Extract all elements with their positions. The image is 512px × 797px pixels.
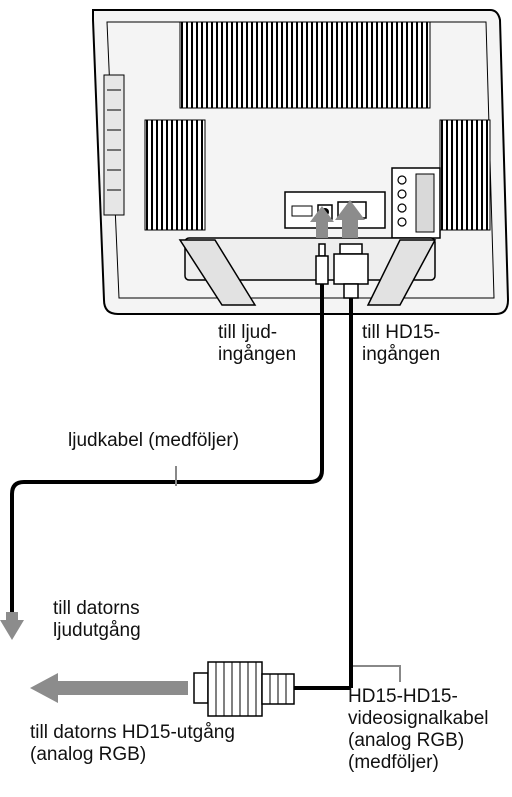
audio-cable — [10, 284, 324, 612]
audio-insert-arrow — [310, 206, 334, 238]
hd15-input-label-line-1: till HD15- — [362, 322, 441, 343]
ventilation-grille — [179, 21, 431, 109]
audio-input-label-line-1: till ljud- — [218, 322, 278, 343]
hd15-plug-body — [333, 253, 369, 285]
computer-audio-out-label: till datorns ljudutgång — [53, 598, 141, 642]
computer-plug-ribs — [215, 662, 287, 716]
computer-audio-out-label-line-2: ljudutgång — [53, 620, 141, 641]
audio-cable-label-text: ljudkabel (medföljer) — [68, 430, 240, 451]
stand-base — [184, 237, 436, 281]
video-cable-label-line-1: HD15-HD15- — [348, 686, 458, 707]
hd15-insert-arrow — [335, 200, 365, 238]
hd15-input-label: till HD15- ingången — [362, 322, 440, 366]
hd15-plug-monitor — [333, 243, 369, 299]
scart-jack — [397, 175, 407, 185]
side-buttons-panel — [103, 74, 125, 216]
stand-right-leg — [366, 239, 437, 306]
dc-input-port — [291, 205, 313, 217]
scart-jack — [397, 217, 407, 227]
audio-plug-body — [315, 255, 329, 285]
side-button-ticks — [107, 89, 121, 191]
audio-out-arrow — [0, 612, 24, 640]
side-grille-left — [144, 119, 206, 231]
video-cable-label-line-3: (analog RGB) — [348, 730, 465, 751]
audio-input-label: till ljud- ingången — [218, 322, 296, 366]
computer-hd15-out-label: till datorns HD15-utgång (analog RGB) — [30, 722, 235, 766]
hd15-plug-computer — [193, 661, 295, 717]
computer-plug-body — [207, 661, 263, 717]
computer-hd15-out-label-line-2: (analog RGB) — [30, 744, 147, 765]
audio-plug-monitor — [315, 243, 329, 285]
audio-input-label-line-2: ingången — [218, 344, 297, 365]
stand-left-leg — [178, 239, 257, 306]
computer-hd15-out-label-line-1: till datorns HD15-utgång — [30, 722, 235, 743]
audio-cable-label: ljudkabel (medföljer) — [68, 430, 239, 452]
computer-audio-out-label-line-1: till datorns — [53, 598, 140, 619]
audio-plug-tip — [318, 243, 326, 257]
scart-jack — [397, 203, 407, 213]
video-cable-leader — [353, 665, 401, 682]
video-cable-label: HD15-HD15- videosignalkabel (analog RGB)… — [348, 686, 489, 774]
hd15-plug-strain-relief — [343, 283, 359, 299]
insert-arrows — [310, 200, 365, 238]
scart-jack — [397, 189, 407, 199]
video-cable-label-line-2: videosignalkabel — [348, 708, 489, 729]
video-cable-label-line-4: (medföljer) — [348, 752, 439, 773]
hd15-out-arrow — [30, 673, 188, 703]
hd15-input-label-line-2: ingången — [362, 344, 441, 365]
hd15-plug-connector — [339, 243, 363, 255]
monitor-rear-view — [92, 9, 510, 315]
computer-plug-pins — [193, 672, 209, 704]
scart-connector — [415, 173, 435, 233]
side-grille-right — [439, 119, 491, 231]
